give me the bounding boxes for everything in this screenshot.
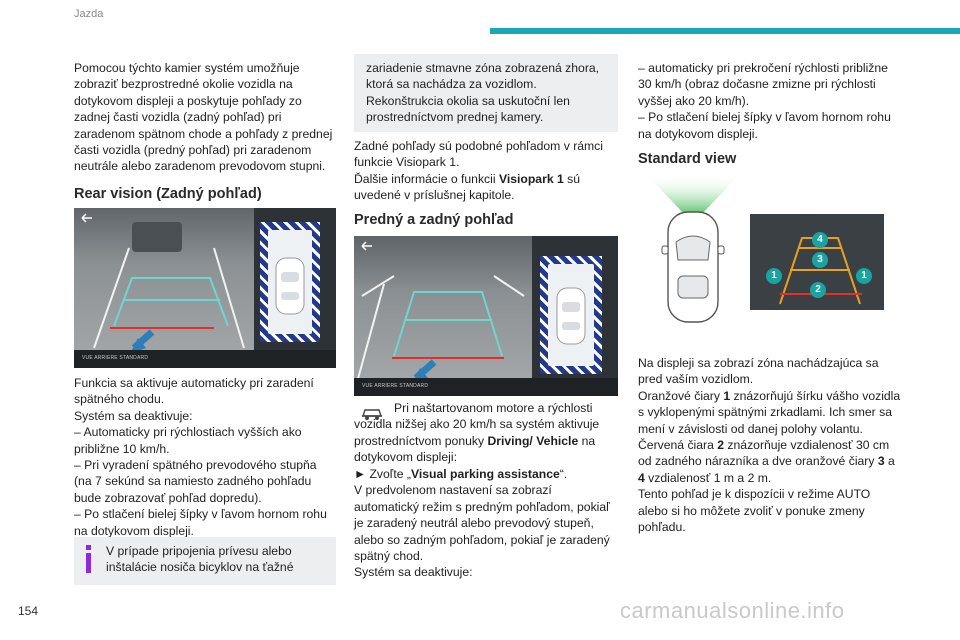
info-box: V prípade pripojenia prívesu alebo inšta… — [74, 537, 336, 585]
standard-view-image: 4 3 1 2 1 — [750, 214, 884, 310]
label-badge: 1 — [856, 268, 872, 284]
info-text: V prípade pripojenia prívesu alebo inšta… — [106, 544, 294, 575]
rear-vision-heading: Rear vision (Zadný pohľad) — [74, 186, 262, 202]
info-box-continued: zariadenie stmavne zóna zobrazená zhora,… — [354, 54, 618, 132]
info-text-continued: zariadenie stmavne zóna zobrazená zhora,… — [366, 61, 600, 125]
intro-paragraph: Pomocou týchto kamier systém umožňuje zo… — [74, 61, 333, 174]
car-top-view-icon — [275, 257, 305, 315]
car-note-text: Pri naštartovanom motore a rýchlosti voz… — [354, 401, 600, 465]
top-view-panel — [540, 256, 602, 374]
col2-car-note: Pri naštartovanom motore a rýchlosti voz… — [354, 400, 618, 466]
deactivation-item: – Pri vyradení spätného prevodového stup… — [74, 458, 317, 505]
info-icon — [86, 545, 91, 550]
camera-caption: VUE ARRIERE STANDARD — [82, 355, 149, 361]
front-similar-text: Zadné pohľady sú podobné pohľadom v rámc… — [354, 139, 603, 170]
default-text: V predvolenom nastavení sa zobrazí autom… — [354, 483, 610, 564]
auto-mode-text: Tento pohľad je k dispozícii v režime AU… — [638, 487, 871, 535]
red-line-text: Červená čiara 2 znázorňuje vzdialenosť 3… — [638, 438, 895, 485]
front-rear-heading: Predný a zadný pohľad — [354, 212, 514, 228]
deactivation-title: Systém sa deaktivuje: — [354, 565, 473, 580]
deactivation-item: – Automaticky pri rýchlostiach vyšších a… — [74, 425, 302, 456]
orange-lines-text: Oranžové čiary 1 znázorňujú šírku vášho … — [638, 388, 901, 436]
activation-text: Funkcia sa aktivuje automaticky pri zara… — [74, 376, 314, 407]
back-arrow-icon — [361, 241, 372, 251]
label-badge: 2 — [810, 282, 826, 298]
label-badge: 1 — [766, 268, 782, 284]
page-number: 154 — [18, 604, 39, 618]
car-top-view-icon — [556, 287, 586, 345]
camera-caption: VUE ARRIERE STANDARD — [362, 383, 429, 389]
deactivation-item: – Po stlačení bielej šípky v ľavom horno… — [74, 507, 327, 538]
display-zone-text: Na displeji sa zobrazí zóna nachádzajúca… — [638, 356, 879, 387]
col2-default: ► Zvoľte „Visual parking assistance“. V … — [354, 466, 618, 581]
col3-deactivation: – automaticky pri prekročení rýchlosti p… — [638, 60, 900, 142]
col1-activation: Funkcia sa aktivuje automaticky pri zara… — [74, 375, 336, 539]
header-accent-bar — [490, 28, 960, 34]
deactivation-item: – automaticky pri prekročení rýchlosti p… — [638, 61, 888, 108]
select-instruction: ► Zvoľte „Visual parking assistance“. — [354, 467, 568, 481]
deactivation-item: – Po stlačení bielej šípky v ľavom horno… — [638, 110, 891, 141]
car-icon — [362, 409, 382, 420]
label-badge: 4 — [812, 232, 828, 248]
car-front-camera-diagram — [646, 174, 740, 323]
col3-description: Na displeji sa zobrazí zóna nachádzajúca… — [638, 355, 902, 535]
top-view-panel — [260, 222, 320, 342]
more-info-text: Ďalšie informácie o funkcii Visiopark 1 … — [354, 171, 581, 203]
parking-guidelines — [81, 213, 245, 354]
deactivation-title: Systém sa deaktivuje: — [74, 408, 193, 423]
front-rear-camera-image: VUE ARRIERE STANDARD — [354, 236, 618, 396]
vehicle-ahead — [132, 222, 182, 252]
col2-front-similar: Zadné pohľady sú podobné pohľadom v rámc… — [354, 138, 618, 204]
back-arrow-icon — [81, 213, 92, 223]
col1-intro: Pomocou týchto kamier systém umožňuje zo… — [74, 60, 336, 175]
label-badge: 3 — [812, 252, 828, 268]
parking-guidelines — [355, 241, 525, 387]
section-title: Jazda — [74, 8, 104, 20]
standard-view-heading: Standard view — [638, 151, 737, 167]
rear-camera-image: VUE ARRIERE STANDARD — [74, 208, 336, 368]
watermark: carmanualsonline.info — [620, 598, 845, 623]
